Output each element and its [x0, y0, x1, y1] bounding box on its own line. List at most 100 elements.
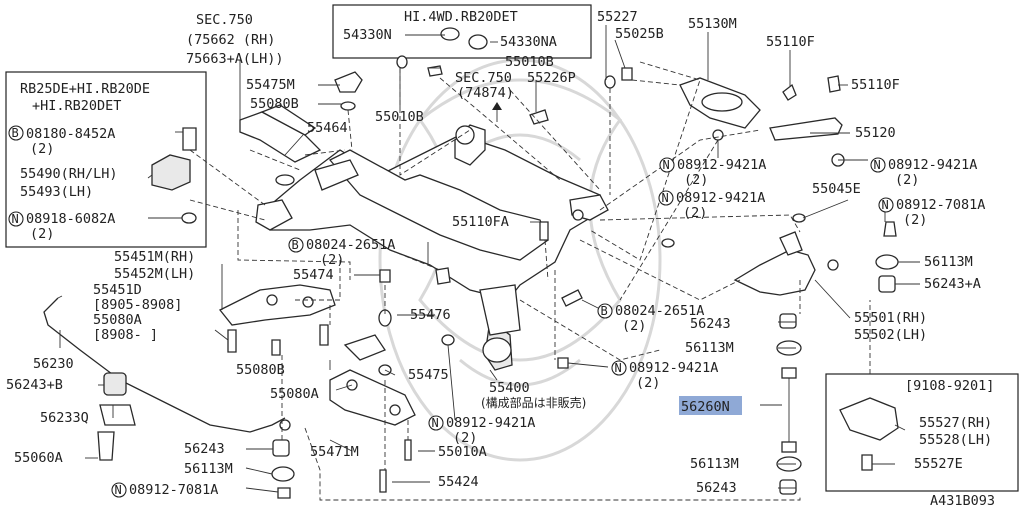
label-55471M: 55471M	[310, 444, 359, 460]
label-sec750-b-num: (74874)	[457, 85, 514, 101]
label-n08918-qty: (2)	[30, 226, 54, 242]
date-range-box	[825, 373, 1019, 492]
label-n08918: 08918-6082A	[26, 211, 115, 227]
small-washers-top	[529, 67, 633, 125]
label-55476: 55476	[410, 307, 451, 323]
label-n08912-7081-b: 08912-7081A	[129, 482, 218, 498]
label-sec750: SEC.750	[196, 12, 253, 28]
label-55010B-top: 55010B	[505, 54, 554, 70]
label-55010A: 55010A	[438, 444, 487, 460]
label-55110F-b: 55110F	[851, 77, 900, 93]
dashed-lines	[189, 61, 871, 501]
label-n08912-7081-a-qty: (2)	[903, 212, 927, 228]
label-55502: 55502(LH)	[854, 327, 927, 343]
label-55227: 55227	[597, 9, 638, 25]
label-n08912-d-qty: (2)	[636, 375, 660, 391]
label-55080A-range: [8908- ]	[93, 327, 158, 343]
label-55080A-bot: 55080A	[270, 386, 319, 402]
label-b08024-a-qty: (2)	[320, 252, 344, 268]
label-engine-variant-1: RB25DE+HI.RB20DE	[20, 81, 150, 97]
label-b08024-a: 08024-2651A	[306, 237, 395, 253]
label-55528LH: 55528(LH)	[919, 432, 992, 448]
link-55120	[769, 117, 845, 167]
4wd-washers	[396, 27, 488, 77]
label-55475M: 55475M	[246, 77, 295, 93]
label-56113M-a: 56113M	[924, 254, 973, 270]
label-55451D-range: [8905-8908]	[93, 297, 182, 313]
svg-text:N: N	[662, 191, 669, 205]
svg-text:B: B	[601, 304, 608, 318]
label-n08912-7081-a: 08912-7081A	[896, 197, 985, 213]
label-55045E: 55045E	[812, 181, 861, 197]
label-55474: 55474	[293, 267, 334, 283]
label-55025B: 55025B	[615, 26, 664, 42]
label-54330N: 54330N	[343, 27, 392, 43]
label-55226P: 55226P	[527, 70, 576, 86]
label-55464: 55464	[307, 120, 348, 136]
svg-text:N: N	[615, 361, 622, 375]
4wd-variant-box	[332, 4, 592, 59]
marker-symbols: B N N N N N B B N N N	[8, 125, 894, 498]
label-55493: 55493(LH)	[20, 184, 93, 200]
label-n08912-a: 08912-9421A	[677, 157, 766, 173]
bushings-right	[875, 221, 899, 293]
label-sec750-rh: (75662 (RH)	[186, 32, 275, 48]
label-56113M-b: 56113M	[685, 340, 734, 356]
label-55452M: 55452M(LH)	[114, 266, 195, 282]
insulator-55490	[151, 127, 197, 224]
label-55527E: 55527E	[914, 456, 963, 472]
leader-lines	[59, 25, 920, 493]
label-55080B-bot: 55080B	[236, 362, 285, 378]
label-56243A: 56243+A	[924, 276, 981, 292]
label-n08912-b-qty: (2)	[895, 172, 919, 188]
label-55130M: 55130M	[688, 16, 737, 32]
label-b08180-qty: (2)	[30, 141, 54, 157]
label-engine-variant-2: +HI.RB20DET	[32, 98, 121, 114]
part-labels: SEC.750 (75662 (RH) 75663+A(LH)) RB25DE+…	[6, 9, 995, 509]
label-n08912-c: 08912-9421A	[676, 190, 765, 206]
svg-text:N: N	[12, 212, 19, 226]
label-56113M-c: 56113M	[690, 456, 739, 472]
label-sec750-lh: 75663+A(LH))	[186, 51, 284, 67]
svg-text:N: N	[874, 158, 881, 172]
svg-text:N: N	[882, 198, 889, 212]
engine-mount-bracket	[239, 71, 363, 186]
label-55475: 55475	[408, 367, 449, 383]
label-n08912-e: 08912-9421A	[446, 415, 535, 431]
label-56260: 56260N	[681, 399, 730, 415]
diagram-id: A431B093	[930, 493, 995, 509]
label-55120: 55120	[855, 125, 896, 141]
rear-crossmember	[255, 124, 609, 371]
svg-text:N: N	[115, 483, 122, 497]
label-55490: 55490(RH/LH)	[20, 166, 118, 182]
label-56113M-d: 56113M	[184, 461, 233, 477]
label-55400-note: (構成部品は非販売)	[481, 395, 586, 410]
link-55471M	[329, 369, 416, 426]
link-bracket-55451M	[218, 284, 336, 326]
upper-link-55130M	[679, 75, 841, 141]
label-56243-a: 56243	[690, 316, 731, 332]
label-55451M: 55451M(RH)	[114, 249, 195, 265]
label-55501: 55501(RH)	[854, 310, 927, 326]
label-56243B: 56243+B	[6, 377, 63, 393]
label-55400: 55400	[489, 380, 530, 396]
label-range-9108: [9108-9201]	[905, 378, 994, 394]
label-n08912-d: 08912-9421A	[629, 360, 718, 376]
label-55010B-mid: 55010B	[375, 109, 424, 125]
label-55110FA: 55110FA	[452, 214, 509, 230]
label-55451D: 55451D	[93, 282, 142, 298]
label-55424: 55424	[438, 474, 479, 490]
mount-parts	[343, 267, 455, 376]
label-56243-c: 56243	[696, 480, 737, 496]
label-b08024-b: 08024-2651A	[615, 303, 704, 319]
highlight-56260	[679, 396, 742, 415]
label-56243-b: 56243	[184, 441, 225, 457]
label-n08912-c-qty: (2)	[683, 205, 707, 221]
label-b08024-b-qty: (2)	[622, 318, 646, 334]
bracket-55527	[839, 397, 899, 471]
engine-variant-box	[5, 71, 207, 248]
lower-arm	[733, 213, 839, 296]
svg-text:N: N	[432, 416, 439, 430]
stud-56260	[776, 313, 802, 495]
